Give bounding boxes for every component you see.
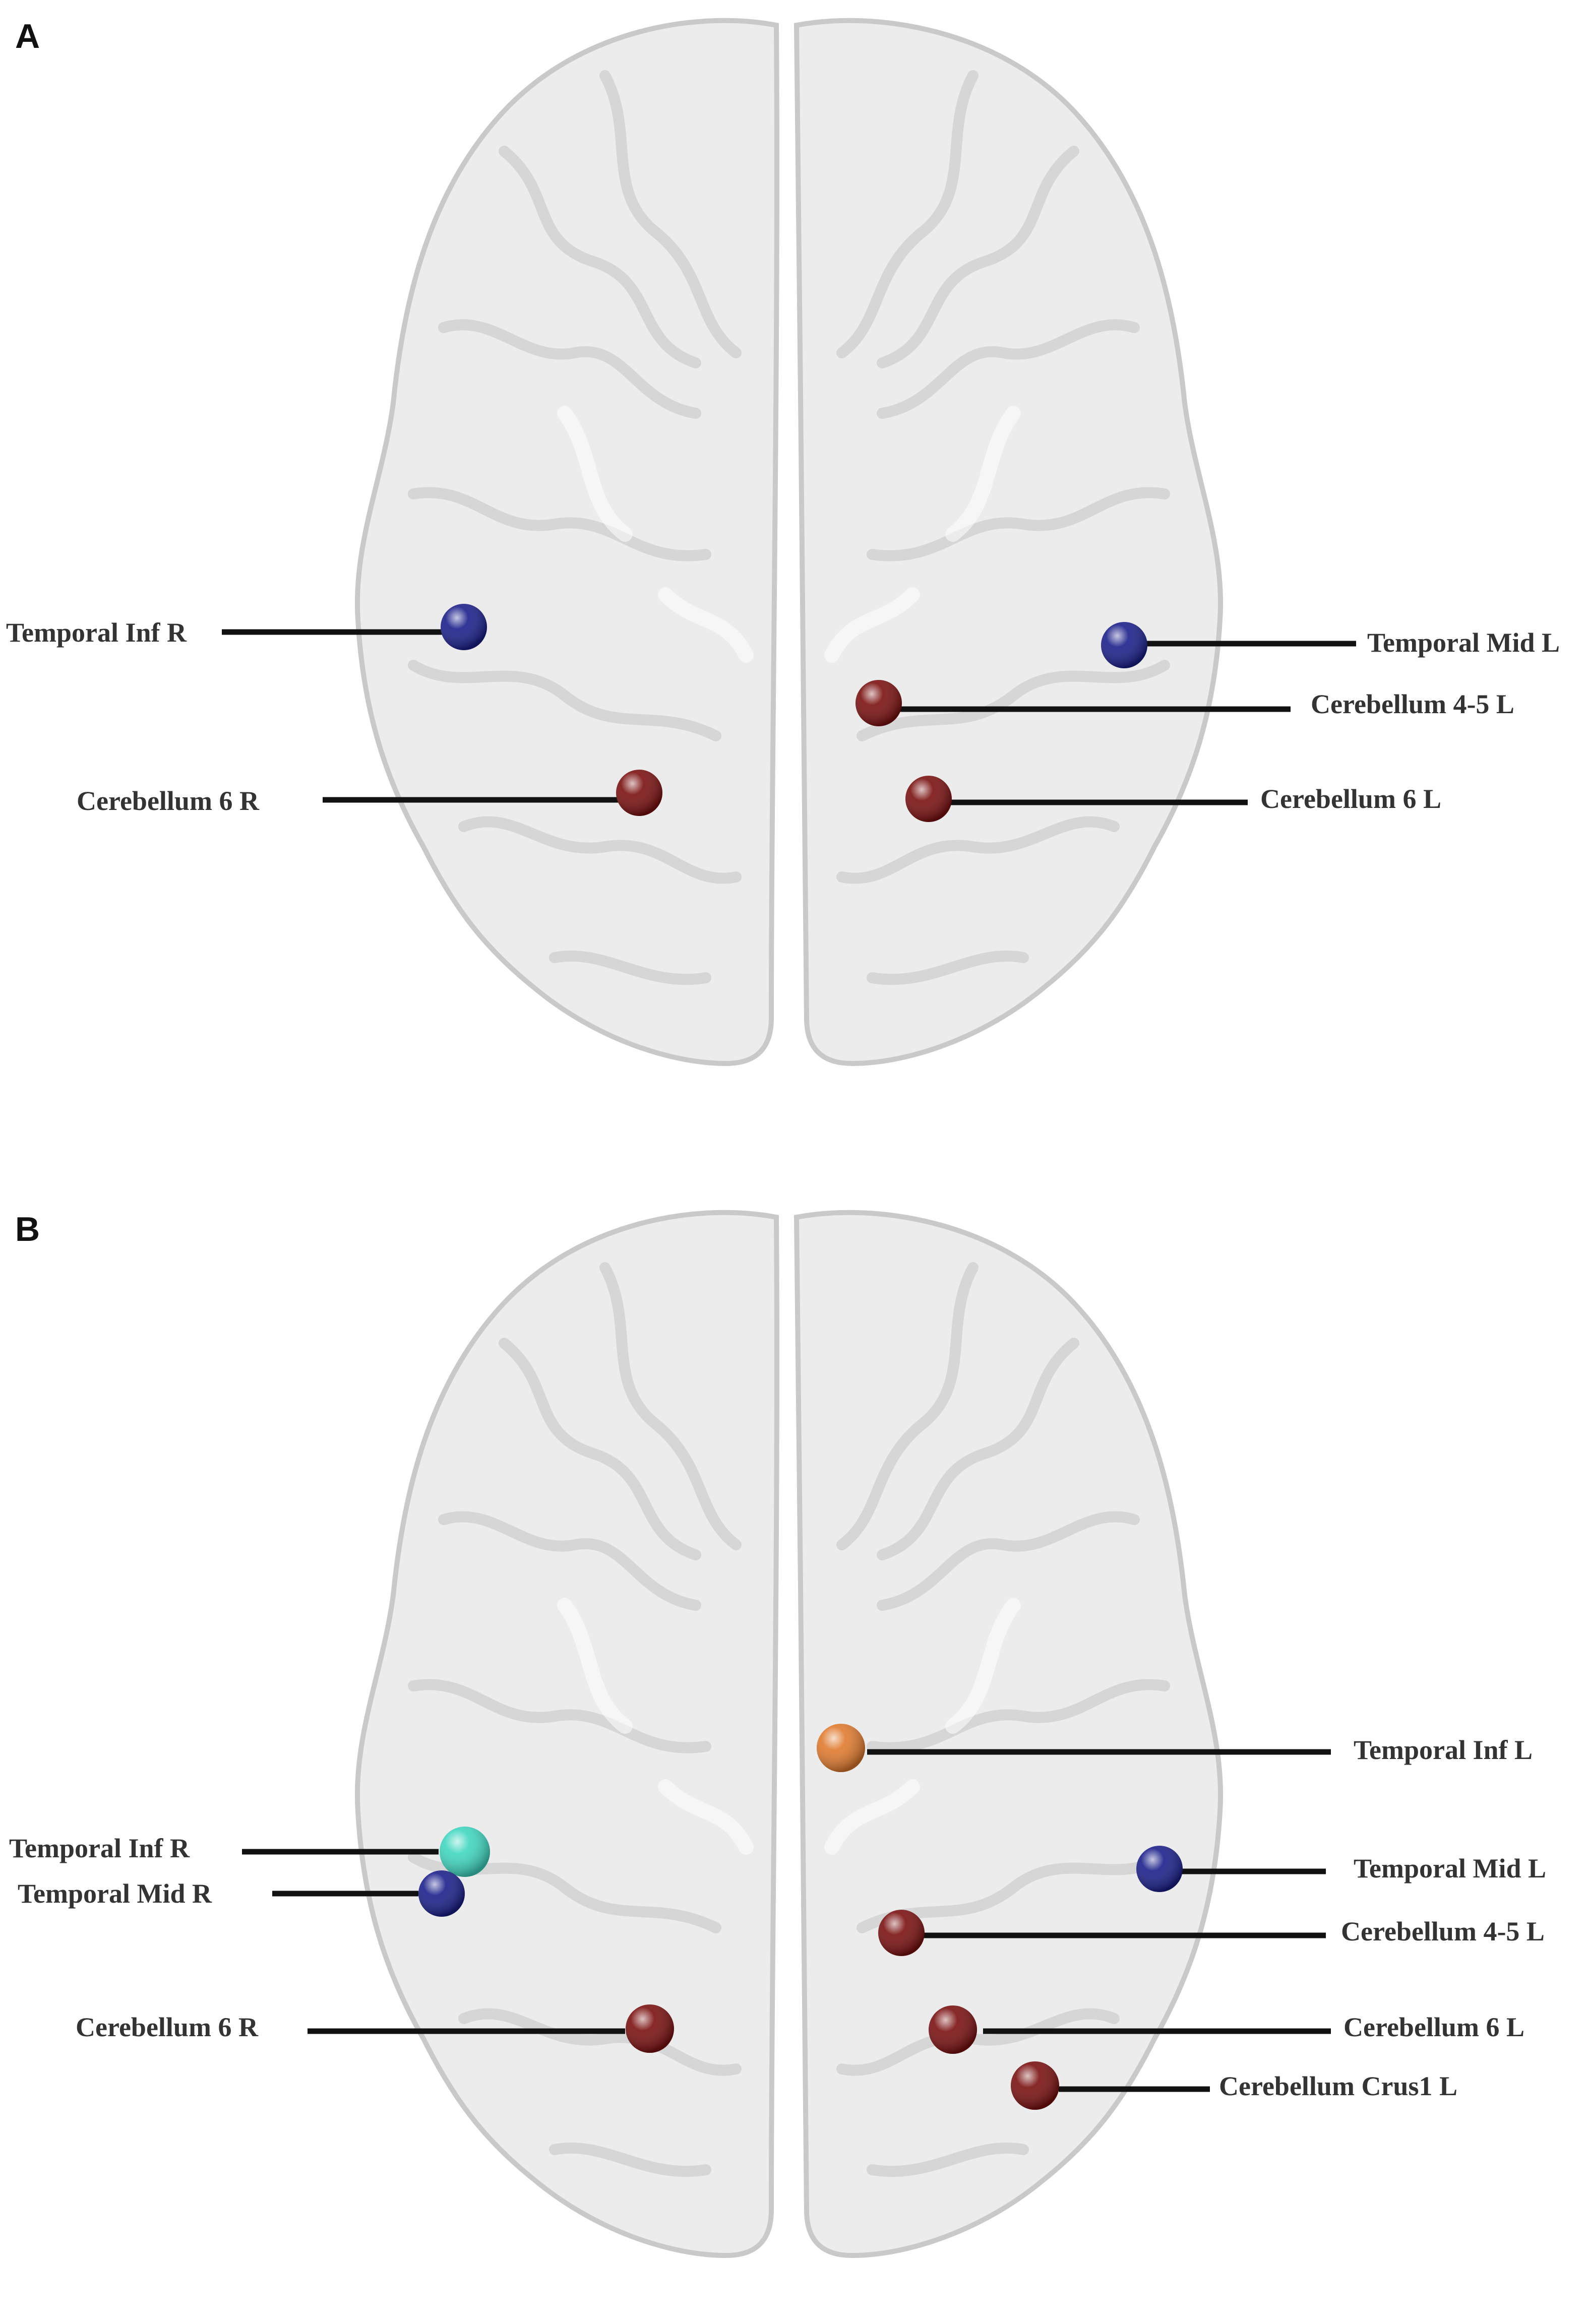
roi-label: Cerebellum 6 R bbox=[77, 786, 260, 816]
roi-label: Cerebellum 6 L bbox=[1260, 784, 1441, 814]
panel-b-roi-cerebellum-6-r: Cerebellum 6 R bbox=[76, 2004, 674, 2053]
roi-label: Temporal Inf R bbox=[6, 617, 187, 648]
roi-sphere-shading bbox=[1011, 2061, 1059, 2110]
panel-b-roi-cerebellum-4-5-l: Cerebellum 4-5 L bbox=[878, 1910, 1545, 1956]
panel-a-brain bbox=[357, 20, 1220, 1063]
panel-a-roi-cerebellum-6-r: Cerebellum 6 R bbox=[77, 770, 662, 816]
roi-sphere-shading bbox=[418, 1870, 465, 1917]
panel-b-roi-temporal-inf-l: Temporal Inf L bbox=[817, 1724, 1533, 1772]
roi-label: Temporal Mid L bbox=[1354, 1853, 1546, 1883]
panel-b-letter: B bbox=[15, 1210, 40, 1248]
panel-a-roi-temporal-inf-r: Temporal Inf R bbox=[6, 604, 487, 650]
roi-sphere-shading bbox=[1136, 1846, 1183, 1892]
panel-b-roi-cerebellum-crus1-l: Cerebellum Crus1 L bbox=[1011, 2061, 1457, 2110]
roi-label: Temporal Mid L bbox=[1367, 627, 1560, 658]
panel-b: B Temporal Inf L Temporal Inf R Temporal… bbox=[9, 1210, 1546, 2255]
panel-b-roi-temporal-inf-r: Temporal Inf R bbox=[9, 1827, 490, 1877]
panel-a-roi-cerebellum-6-l: Cerebellum 6 L bbox=[905, 776, 1441, 822]
roi-sphere-shading bbox=[616, 770, 662, 816]
roi-sphere-shading bbox=[905, 776, 952, 822]
roi-label: Cerebellum 4-5 L bbox=[1311, 689, 1514, 719]
roi-label: Temporal Inf R bbox=[9, 1833, 190, 1863]
roi-sphere-shading bbox=[817, 1724, 865, 1772]
roi-label: Temporal Mid R bbox=[18, 1878, 212, 1909]
roi-label: Cerebellum Crus1 L bbox=[1219, 2071, 1457, 2101]
roi-sphere-shading bbox=[878, 1910, 925, 1956]
panel-a-roi-cerebellum-4-5-l: Cerebellum 4-5 L bbox=[856, 680, 1514, 726]
roi-sphere-shading bbox=[440, 1827, 490, 1877]
roi-label: Cerebellum 6 R bbox=[76, 2012, 259, 2042]
panel-a-letter: A bbox=[15, 17, 40, 55]
roi-sphere-shading bbox=[929, 2005, 977, 2054]
roi-label: Cerebellum 4-5 L bbox=[1341, 1916, 1545, 1946]
panel-b-roi-temporal-mid-l: Temporal Mid L bbox=[1136, 1846, 1546, 1892]
roi-sphere-shading bbox=[626, 2004, 674, 2053]
panel-a-roi-temporal-mid-l: Temporal Mid L bbox=[1101, 622, 1560, 668]
roi-label: Temporal Inf L bbox=[1354, 1735, 1533, 1765]
roi-sphere-shading bbox=[856, 680, 902, 726]
roi-label: Cerebellum 6 L bbox=[1343, 2012, 1524, 2042]
panel-a: A Temporal Inf R Temporal Mid L Cerebell… bbox=[6, 17, 1560, 1063]
panel-b-roi-temporal-mid-r: Temporal Mid R bbox=[18, 1870, 465, 1917]
panel-b-brain bbox=[357, 1212, 1220, 2255]
roi-sphere-shading bbox=[1101, 622, 1147, 668]
roi-sphere-shading bbox=[441, 604, 487, 650]
panel-b-roi-cerebellum-6-l: Cerebellum 6 L bbox=[929, 2005, 1524, 2054]
